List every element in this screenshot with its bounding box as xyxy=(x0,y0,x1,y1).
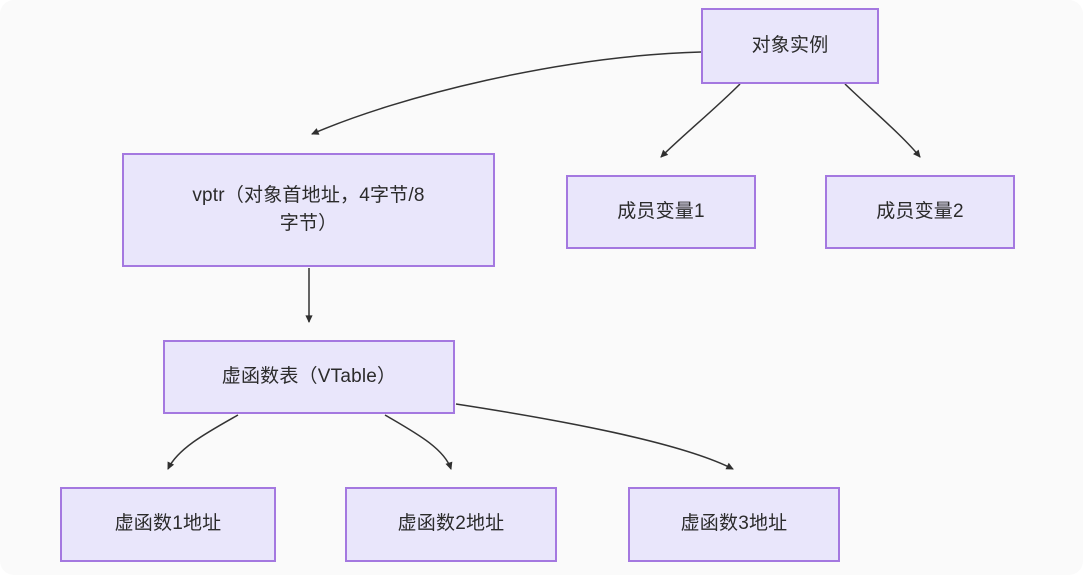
node-member-variable-1[interactable]: 成员变量1 xyxy=(566,175,756,249)
node-vtable[interactable]: 虚函数表（VTable） xyxy=(163,340,455,414)
node-label: vptr（对象首地址，4字节/8 字节） xyxy=(192,184,425,235)
node-vptr[interactable]: vptr（对象首地址，4字节/8 字节） xyxy=(122,153,495,267)
node-label: 成员变量2 xyxy=(876,200,964,222)
node-label: 虚函数1地址 xyxy=(114,513,222,535)
node-virtual-function-2[interactable]: 虚函数2地址 xyxy=(345,487,557,562)
node-virtual-function-3[interactable]: 虚函数3地址 xyxy=(628,487,840,562)
node-label: 对象实例 xyxy=(751,34,829,56)
edge-object-instance-to-member-var-2 xyxy=(844,83,921,158)
node-label: 虚函数2地址 xyxy=(397,513,505,535)
node-member-variable-2[interactable]: 成员变量2 xyxy=(825,175,1015,249)
node-label: 成员变量1 xyxy=(617,200,705,222)
edge-object-instance-to-member-var-1 xyxy=(660,83,741,158)
node-virtual-function-1[interactable]: 虚函数1地址 xyxy=(60,487,276,562)
edge-object-instance-to-vptr xyxy=(311,51,702,135)
edge-vtable-to-vfunc-2 xyxy=(384,414,453,470)
node-label: 虚函数3地址 xyxy=(680,513,788,535)
node-object-instance[interactable]: 对象实例 xyxy=(701,8,879,84)
edge-vtable-to-vfunc-1 xyxy=(167,414,239,470)
edge-vtable-to-vfunc-3 xyxy=(455,403,734,470)
node-label: 虚函数表（VTable） xyxy=(221,365,397,387)
